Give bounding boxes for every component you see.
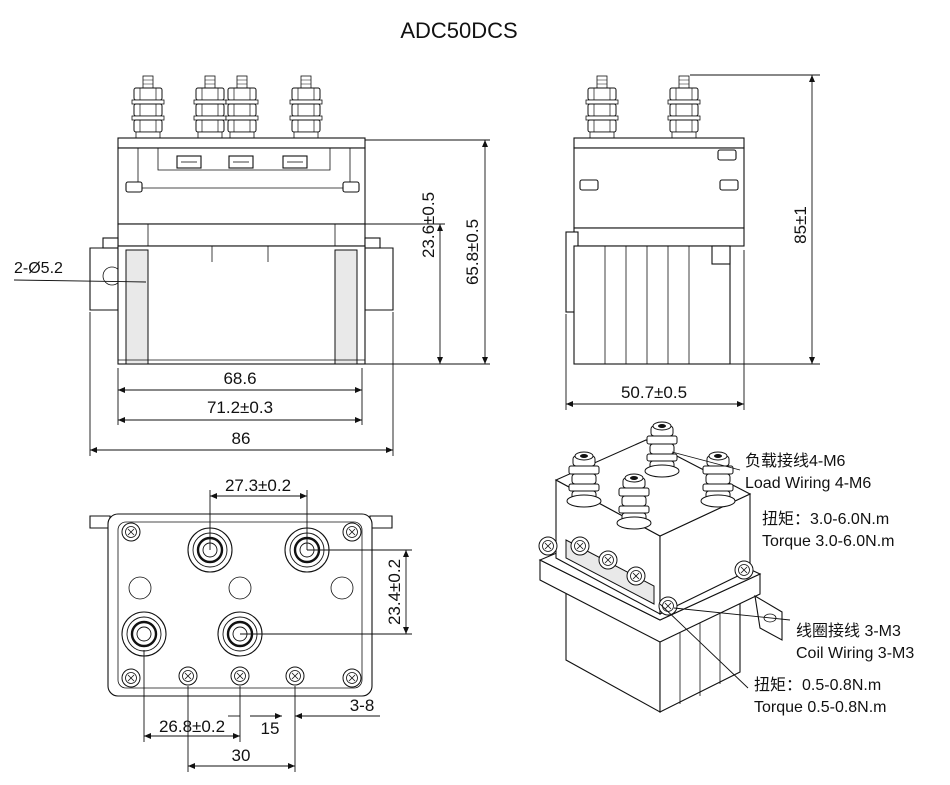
dim-height-upper: 23.6±0.5 bbox=[419, 192, 438, 258]
dim-width-body: 68.6 bbox=[223, 369, 256, 388]
coil-wiring-en: Coil Wiring 3-M3 bbox=[796, 645, 914, 662]
load-wiring-cn: 负载接线4-M6 bbox=[745, 452, 846, 470]
drawing-title: ADC50DCS bbox=[400, 18, 517, 43]
front-view: 2-Ø5.2 68.6 71.2±0.3 86 23.6±0.5 65.8±0.… bbox=[13, 76, 490, 456]
dim-terminal-spacing-x: 27.3±0.2 bbox=[225, 476, 291, 495]
dim-edge: 3-8 bbox=[350, 696, 375, 715]
dim-height-side: 85±1 bbox=[791, 206, 810, 244]
dim-width-total: 86 bbox=[232, 429, 251, 448]
coil-wiring-cn: 线圈接线 3-M3 bbox=[796, 622, 901, 640]
coil-torque-cn: 扭矩：0.5-0.8N.m bbox=[754, 676, 881, 694]
hole-callout: 2-Ø5.2 bbox=[14, 260, 63, 277]
dim-terminal-spacing-y: 23.4±0.2 bbox=[385, 559, 404, 625]
side-view: 50.7±0.5 85±1 bbox=[565, 74, 820, 410]
coil-torque-en: Torque 0.5-0.8N.m bbox=[754, 699, 887, 716]
dim-width-flange: 71.2±0.3 bbox=[207, 398, 273, 417]
top-view: 27.3±0.2 23.4±0.2 26.8±0.2 15 30 3-8 bbox=[89, 476, 412, 772]
dim-coil-pitch: 15 bbox=[261, 719, 280, 738]
load-torque-en: Torque 3.0-6.0N.m bbox=[762, 533, 895, 550]
dim-depth: 50.7±0.5 bbox=[621, 383, 687, 402]
dim-height-total: 65.8±0.5 bbox=[463, 219, 482, 285]
load-wiring-en: Load Wiring 4-M6 bbox=[745, 475, 871, 492]
load-torque-cn: 扭矩：3.0-6.0N.m bbox=[762, 510, 889, 528]
iso-view bbox=[538, 421, 791, 713]
dim-coil-span: 30 bbox=[232, 746, 251, 765]
dim-coil-offset: 26.8±0.2 bbox=[159, 717, 225, 736]
